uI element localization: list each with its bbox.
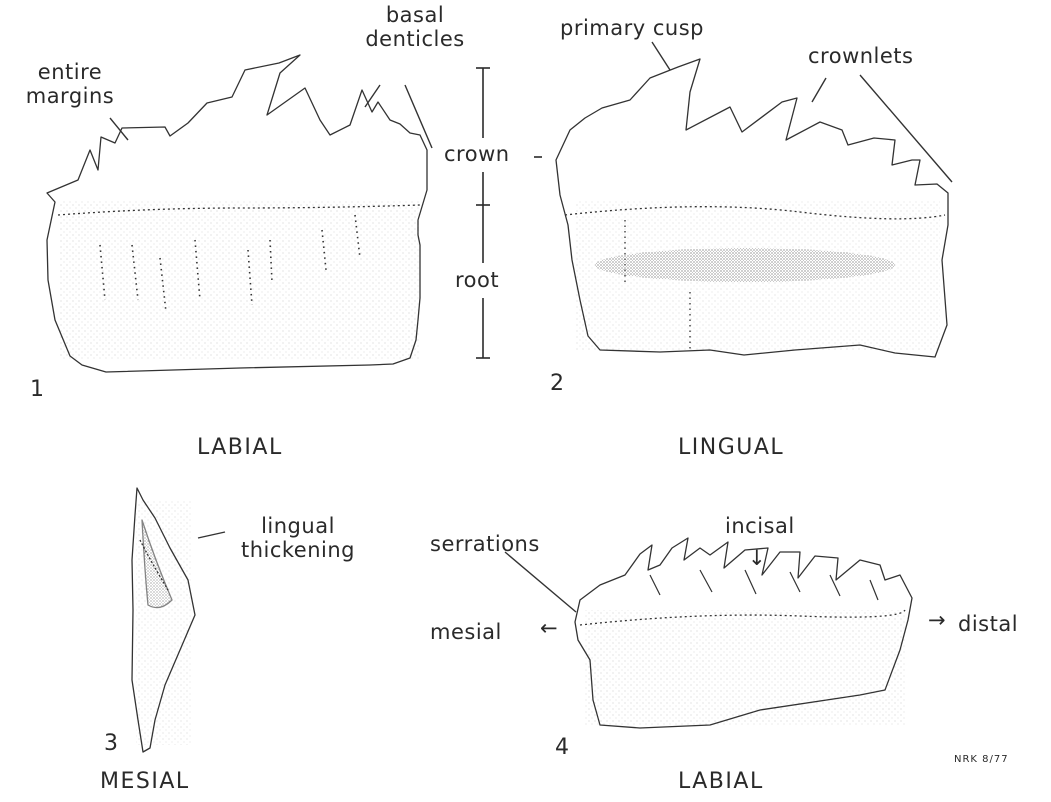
- view-title-3: MESIAL: [100, 770, 190, 794]
- mesial-arrow-icon: ←: [540, 616, 558, 640]
- distal-arrow-icon: →: [928, 608, 946, 632]
- view-title-1: LABIAL: [197, 436, 283, 460]
- label-serrations: serrations: [430, 532, 540, 556]
- view-title-4: LABIAL: [678, 770, 764, 794]
- label-crownlets: crownlets: [808, 44, 913, 68]
- label-entire-margins: entire margins: [10, 60, 130, 108]
- crown-root-scale: [476, 68, 542, 358]
- label-primary-cusp: primary cusp: [560, 16, 704, 40]
- tooth-figure-4-labial: [575, 538, 912, 728]
- figure-number-3: 3: [104, 732, 119, 756]
- label-distal: distal: [958, 612, 1018, 636]
- figure-number-2: 2: [550, 372, 565, 396]
- figure-number-4: 4: [555, 736, 570, 760]
- tooth-figure-3-mesial: [132, 488, 195, 752]
- figure-number-1: 1: [30, 378, 45, 402]
- artist-signature: NRK 8/77: [954, 748, 1009, 772]
- tooth-4-serrations: [650, 570, 878, 600]
- label-mesial: mesial: [430, 620, 502, 644]
- view-title-2: LINGUAL: [678, 436, 784, 460]
- tooth-figure-2-lingual: [556, 59, 948, 357]
- label-incisal: incisal: [725, 514, 795, 538]
- label-root: root: [455, 268, 499, 292]
- label-lingual-thickening: lingual thickening: [203, 514, 393, 562]
- label-crown: crown: [444, 142, 510, 166]
- label-basal-denticles: basal denticles: [345, 3, 485, 51]
- incisal-arrow-icon: ↓: [748, 546, 766, 570]
